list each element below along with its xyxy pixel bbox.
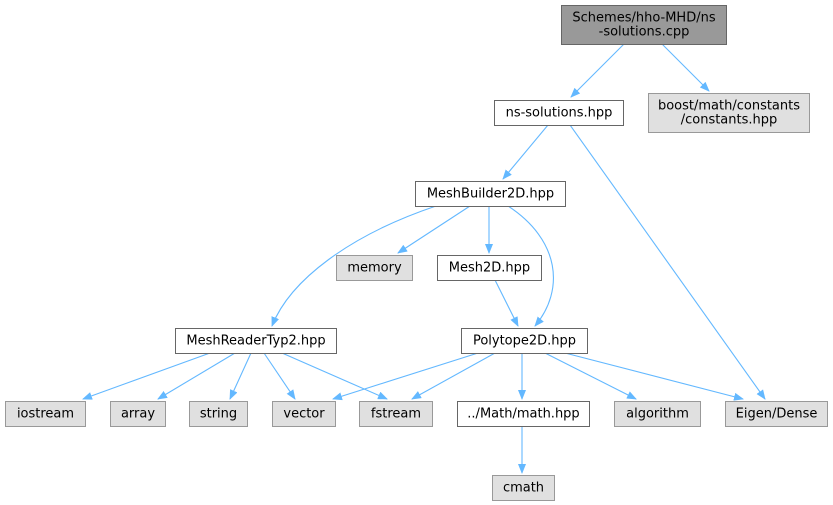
node-label: -solutions.cpp (599, 25, 690, 40)
node-polytope2d[interactable]: Polytope2D.hpp (461, 328, 588, 354)
edge-root-to-boost_constants (661, 43, 710, 92)
node-vector: vector (272, 401, 336, 427)
edge-meshreadertyp2-to-array (157, 352, 236, 400)
edge-polytope2d-to-algorithm (544, 352, 637, 400)
edge-line (263, 352, 296, 400)
edge-ns_solutions-to-eigen_dense (569, 124, 766, 400)
node-box (494, 100, 624, 126)
edge-meshreadertyp2-to-iostream (82, 352, 211, 400)
edge-line (271, 205, 437, 327)
node-label: MeshBuilder2D.hpp (427, 187, 554, 202)
node-eigen-dense: Eigen/Dense (725, 401, 828, 427)
edge-line (507, 205, 554, 327)
node-box (725, 401, 828, 427)
edge-line (229, 352, 252, 400)
edge-polytope2d-to-eigen_dense (564, 352, 744, 401)
node-algorithm: algorithm (614, 401, 701, 427)
edge-line (332, 352, 479, 401)
edge-polytope2d-to-vector (332, 352, 479, 401)
node-box (175, 328, 337, 354)
node-fstream: fstream (359, 401, 433, 427)
node-label: MeshReaderTyp2.hpp (186, 334, 325, 349)
node-boost-constants: boost/math/constants/constants.hpp (648, 93, 810, 133)
node-label: array (121, 407, 155, 422)
node-label: boost/math/constants (658, 99, 800, 114)
node-label: /constants.hpp (681, 113, 778, 128)
node-iostream: iostream (5, 401, 86, 427)
node-box (110, 401, 166, 427)
node-label: vector (283, 407, 325, 422)
node-meshbuilder2d[interactable]: MeshBuilder2D.hpp (415, 181, 566, 207)
node-box (461, 328, 588, 354)
node-box (614, 401, 701, 427)
node-math-hpp[interactable]: ../Math/math.hpp (457, 401, 590, 427)
edge-line (281, 352, 388, 400)
node-box (336, 255, 413, 281)
node-box (492, 475, 555, 501)
node-box (437, 255, 542, 281)
node-label: iostream (17, 407, 74, 422)
node-ns-solutions[interactable]: ns-solutions.hpp (494, 100, 624, 126)
edge-line (411, 352, 496, 400)
node-label: fstream (371, 407, 421, 422)
node-cmath: cmath (492, 475, 555, 501)
node-box (415, 181, 566, 207)
node-root: Schemes/hho-MHD/ns-solutions.cpp (561, 5, 727, 45)
edges-layer (82, 43, 766, 474)
edge-line (544, 352, 637, 400)
edge-line (661, 43, 710, 92)
edge-line (564, 352, 744, 401)
edge-mesh2d-to-polytope2d (494, 279, 519, 327)
node-label: Polytope2D.hpp (473, 334, 576, 349)
edge-line (494, 279, 519, 327)
edge-meshbuilder2d-to-memory (397, 205, 471, 254)
edge-line (397, 205, 471, 254)
node-box (5, 401, 86, 427)
edge-line (570, 43, 625, 98)
node-box (648, 93, 810, 133)
edge-line (82, 352, 211, 400)
node-label: Schemes/hho-MHD/ns (572, 11, 715, 26)
edge-meshreadertyp2-to-vector (263, 352, 296, 400)
edge-ns_solutions-to-meshbuilder2d (502, 124, 549, 180)
node-label: ../Math/math.hpp (467, 407, 579, 422)
node-label: memory (347, 261, 402, 276)
node-memory: memory (336, 255, 413, 281)
edge-meshreadertyp2-to-fstream (281, 352, 388, 400)
node-box (359, 401, 433, 427)
edge-line (157, 352, 236, 400)
edge-root-to-ns_solutions (570, 43, 625, 98)
node-label: Eigen/Dense (736, 407, 818, 422)
node-box (272, 401, 336, 427)
node-meshreadertyp2[interactable]: MeshReaderTyp2.hpp (175, 328, 337, 354)
edge-meshreadertyp2-to-string (229, 352, 252, 400)
node-mesh2d[interactable]: Mesh2D.hpp (437, 255, 542, 281)
node-string: string (189, 401, 248, 427)
nodes-layer: Schemes/hho-MHD/ns-solutions.cpp ns-solut… (5, 5, 828, 501)
edge-line (569, 124, 766, 400)
edge-meshbuilder2d-to-polytope2d (507, 205, 554, 327)
node-box (561, 5, 727, 45)
node-label: Mesh2D.hpp (449, 261, 530, 276)
edge-line (502, 124, 549, 180)
edge-meshbuilder2d-to-meshreadertyp2 (271, 205, 437, 327)
node-array: array (110, 401, 166, 427)
node-box (457, 401, 590, 427)
edge-polytope2d-to-fstream (411, 352, 496, 400)
node-label: ns-solutions.hpp (506, 106, 613, 121)
node-label: cmath (503, 481, 544, 496)
node-label: algorithm (626, 407, 689, 422)
node-label: string (200, 407, 237, 422)
node-box (189, 401, 248, 427)
